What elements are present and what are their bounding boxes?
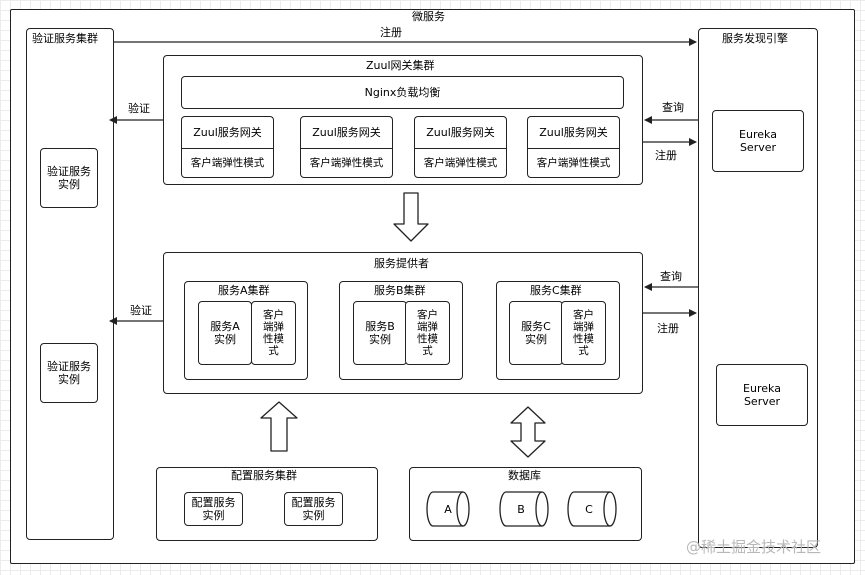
- auth-instance-2: 验证服务实例: [40, 343, 98, 403]
- auth-instance-1: 验证服务实例: [40, 148, 98, 208]
- service-a-cluster-title: 服务A集群: [218, 284, 270, 297]
- eureka-server-2: Eureka Server: [716, 364, 808, 426]
- frame-title: 微服务: [412, 10, 445, 23]
- service-b-instance: 服务B实例: [353, 301, 407, 365]
- auth-cluster-title: 验证服务集群: [32, 32, 98, 45]
- zuul-gateway-1: Zuul服务网关: [181, 116, 274, 148]
- database-title: 数据库: [508, 469, 541, 482]
- zuul-register-label: 注册: [655, 149, 677, 162]
- nginx-load-balancer: Nginx负载均衡: [181, 76, 624, 109]
- watermark: @稀土掘金技术社区: [686, 538, 822, 556]
- zuul-gateway-4: Zuul服务网关: [527, 116, 620, 148]
- provider-register-label: 注册: [657, 322, 679, 335]
- provider-query-label: 查询: [660, 270, 682, 283]
- zuul-resilience-2: 客户端弹性模式: [300, 148, 393, 178]
- zuul-resilience-3: 客户端弹性模式: [414, 148, 507, 178]
- provider-verify-label: 验证: [130, 304, 152, 317]
- service-c-instance: 服务C实例: [509, 301, 563, 365]
- config-cluster-title: 配置服务集群: [231, 469, 297, 482]
- service-c-resilience: 客户端弹性模式: [561, 301, 606, 365]
- discovery-engine: [698, 28, 818, 548]
- service-c-cluster-title: 服务C集群: [530, 284, 582, 297]
- discovery-title: 服务发现引擎: [722, 32, 788, 45]
- service-a-instance: 服务A实例: [198, 301, 252, 365]
- zuul-gateway-2: Zuul服务网关: [300, 116, 393, 148]
- zuul-cluster-title: Zuul网关集群: [366, 59, 435, 72]
- service-a-resilience: 客户端弹性模式: [251, 301, 296, 365]
- eureka-server-1: Eureka Server: [712, 110, 804, 172]
- zuul-gateway-3: Zuul服务网关: [414, 116, 507, 148]
- provider-title: 服务提供者: [374, 257, 429, 270]
- auth-cluster: [26, 28, 114, 540]
- register-top-label: 注册: [380, 26, 402, 39]
- zuul-resilience-4: 客户端弹性模式: [527, 148, 620, 178]
- config-instance-2: 配置服务实例: [284, 492, 343, 526]
- zuul-query-label: 查询: [662, 101, 684, 114]
- config-instance-1: 配置服务实例: [184, 492, 243, 526]
- zuul-verify-label: 验证: [128, 102, 150, 115]
- service-b-cluster-title: 服务B集群: [374, 284, 426, 297]
- zuul-resilience-1: 客户端弹性模式: [181, 148, 274, 178]
- service-b-resilience: 客户端弹性模式: [405, 301, 450, 365]
